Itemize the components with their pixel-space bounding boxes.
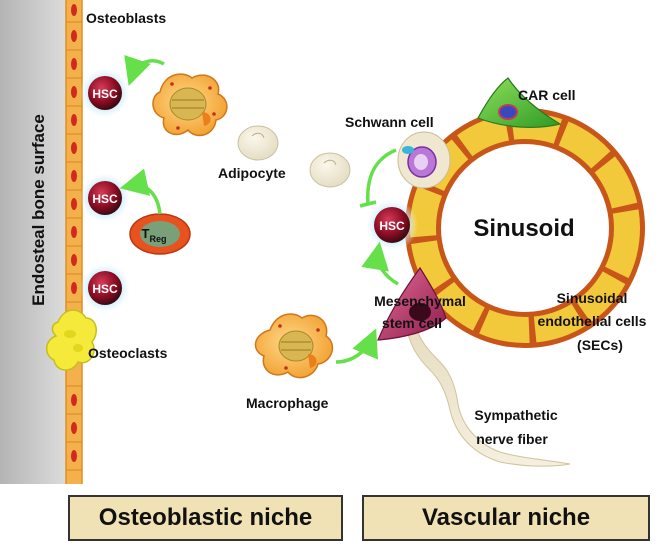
arrow xyxy=(124,54,165,86)
nerve-fiber xyxy=(405,319,571,467)
macrophage-label: Macrophage xyxy=(246,395,329,411)
arrow xyxy=(119,168,162,215)
arrow xyxy=(335,328,378,364)
sinusoid-label: Sinusoid xyxy=(473,215,574,242)
hsc-cell: HSC xyxy=(80,173,130,223)
osteoclasts-label: Osteoclasts xyxy=(88,345,168,361)
bone-surface-label: Endosteal bone surface xyxy=(29,114,48,306)
adipocyte-label: Adipocyte xyxy=(218,165,286,181)
schwann-cell-label: Schwann cell xyxy=(345,114,434,130)
osteoblastic-niche-box: Osteoblastic niche xyxy=(68,495,343,541)
adipocyte-cell xyxy=(309,152,351,188)
sec-label-line2: endothelial cells xyxy=(538,313,647,329)
hsc-label: HSC xyxy=(92,87,118,101)
sec-label-line1: Sinusoidal xyxy=(557,290,628,306)
osteoblast-cell xyxy=(152,73,228,137)
car-cell-label: CAR cell xyxy=(518,87,576,103)
inhibitory-arrow xyxy=(366,148,397,205)
msc-cell xyxy=(377,266,447,341)
schwann-cell xyxy=(397,131,451,189)
nerve-label-line1: Sympathetic xyxy=(474,407,557,423)
osteoblastic-niche-label: Osteoblastic niche xyxy=(98,504,313,531)
car-cell xyxy=(477,77,562,128)
hsc-label: HSC xyxy=(92,282,118,296)
sinusoid xyxy=(405,108,645,348)
hsc-cell: HSC xyxy=(80,68,130,118)
treg-subscript: Reg xyxy=(149,234,166,244)
hsc-label: HSC xyxy=(92,192,118,206)
treg-label: T xyxy=(142,226,150,241)
hsc-label: HSC xyxy=(379,219,405,233)
nerve-label-line2: nerve fiber xyxy=(476,431,548,447)
osteoclast-cell xyxy=(46,309,98,371)
osteoblasts-label: Osteoblasts xyxy=(86,10,166,26)
vascular-niche-box: Vascular niche xyxy=(362,495,650,541)
hsc-cell: HSC xyxy=(366,199,418,251)
vascular-niche-label: Vascular niche xyxy=(421,504,591,531)
osteoblast-lining xyxy=(65,0,83,484)
msc-label-line2: stem cell xyxy=(382,315,442,331)
sec-label-line3: (SECs) xyxy=(577,337,623,353)
msc-label-line1: Mesenchymal xyxy=(374,293,466,309)
macrophage-cell xyxy=(254,313,334,379)
arrow xyxy=(361,241,399,286)
svg-text:TReg: TReg xyxy=(142,226,167,244)
hsc-cell: HSC xyxy=(80,263,130,313)
treg-cell: TReg xyxy=(129,213,191,255)
bone-region xyxy=(0,0,66,484)
inhibitory-bar xyxy=(359,200,377,208)
adipocyte-cell xyxy=(237,125,279,161)
